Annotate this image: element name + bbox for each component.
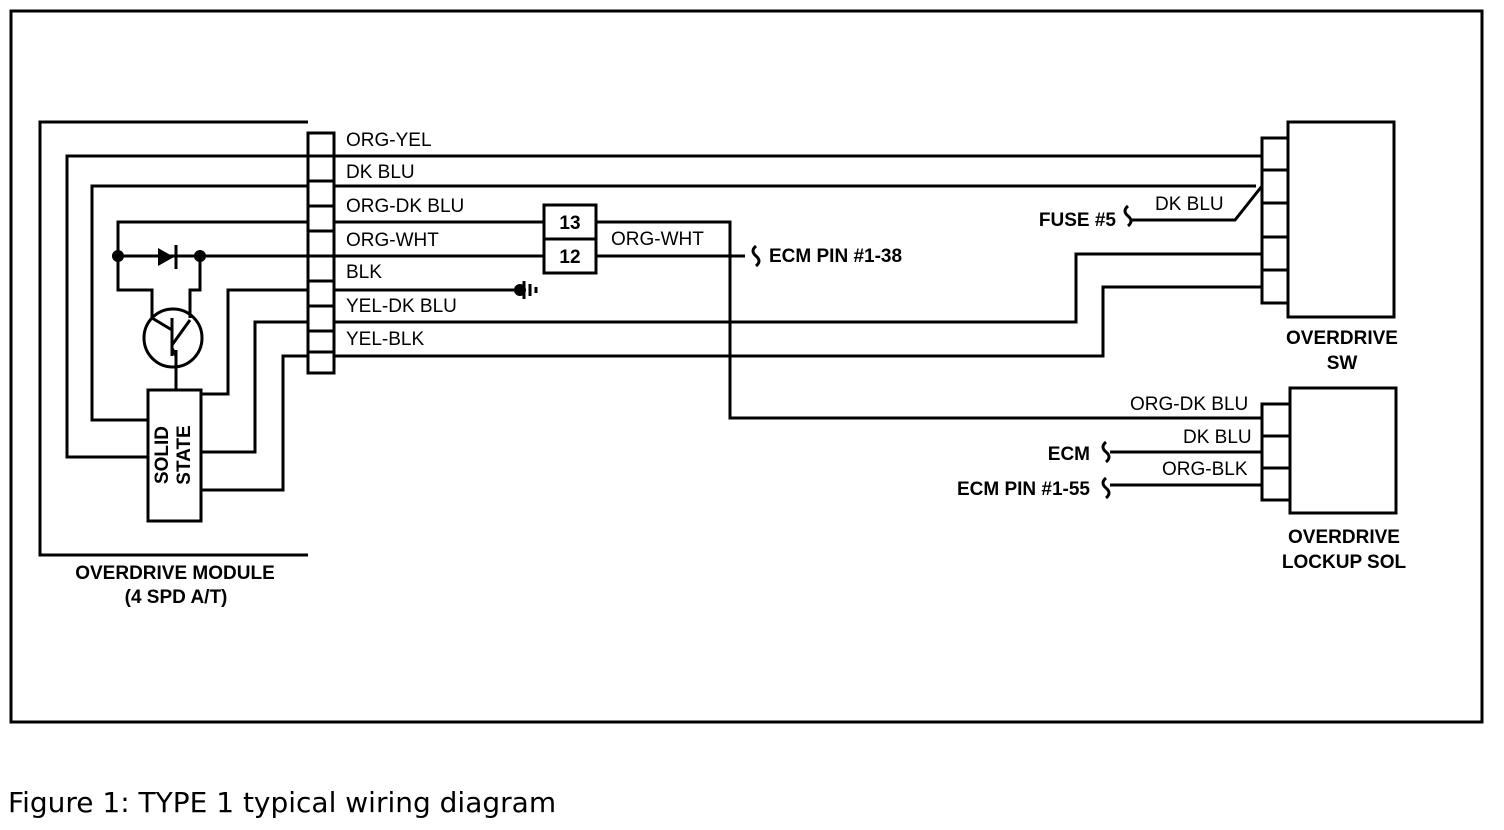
overdrive-sw-title-2: SW: [1327, 353, 1358, 374]
wire-label-dk-blu: DK BLU: [346, 162, 415, 183]
wire-label-org-wht: ORG-WHT: [346, 230, 439, 251]
switch-connector: [1260, 136, 1290, 305]
ecm-pin-38-label: ECM PIN #1-38: [769, 246, 902, 267]
module-connector: [306, 131, 336, 375]
ecm-wire-break-icon: [1101, 440, 1111, 464]
wire-label-org-yel: ORG-YEL: [346, 130, 432, 151]
wire-label-org-wht-2: ORG-WHT: [611, 229, 704, 250]
wire-label-org-dk-blu: ORG-DK BLU: [346, 196, 464, 217]
wire-label-yel-blk: YEL-BLK: [346, 329, 424, 350]
module-title: OVERDRIVE MODULE: [75, 563, 275, 584]
module-subtitle: (4 SPD A/T): [125, 587, 228, 608]
wire-label-yel-dk-blu: YEL-DK BLU: [346, 296, 457, 317]
pin-13-label: 13: [559, 213, 580, 234]
lockup-sol-title-1: OVERDRIVE: [1288, 527, 1400, 548]
ecm-pin-55-label: ECM PIN #1-55: [957, 479, 1090, 500]
overdrive-module: SOLID STATE OVERDRIVE MODULE (4 SPD A/T): [38, 120, 336, 608]
fuse-5-label: FUSE #5: [1039, 210, 1117, 231]
lockup-solenoid: OVERDRIVE LOCKUP SOL: [1260, 386, 1407, 573]
solid-state-label-1: SOLID: [152, 426, 173, 484]
solid-state-block: [146, 388, 203, 523]
diode-icon: [158, 248, 174, 266]
wire-label-sol-org-blk: ORG-BLK: [1162, 459, 1248, 480]
inline-connector: 13 12: [542, 203, 598, 275]
diagram-frame: [9, 9, 1484, 724]
wire-break-icon: [751, 244, 761, 268]
solid-state-label-2: STATE: [174, 425, 195, 484]
overdrive-switch: OVERDRIVE SW: [1260, 120, 1398, 374]
harness-wires: [334, 154, 1262, 420]
transistor-icon: [142, 307, 204, 369]
wire-label-sol-dk-blu: DK BLU: [1183, 427, 1252, 448]
ecm-label: ECM: [1048, 444, 1090, 465]
ground-icon: [514, 281, 538, 299]
ecm-pin-55-wire-break-icon: [1101, 476, 1111, 500]
lockup-sol-title-2: LOCKUP SOL: [1282, 552, 1407, 573]
junction-dot-left: [112, 250, 124, 262]
solenoid-connector: [1260, 402, 1292, 502]
pin-12-label: 12: [559, 247, 580, 268]
overdrive-sw-title-1: OVERDRIVE: [1286, 328, 1398, 349]
wire-label-sw-dk-blu: DK BLU: [1155, 194, 1224, 215]
junction-dot-right: [194, 250, 206, 262]
fuse-wire-break-icon: [1123, 204, 1133, 228]
wire-label-blk: BLK: [346, 262, 382, 283]
wire-label-sol-org-dk-blu: ORG-DK BLU: [1130, 394, 1248, 415]
figure-caption: Figure 1: TYPE 1 typical wiring diagram: [8, 786, 557, 819]
